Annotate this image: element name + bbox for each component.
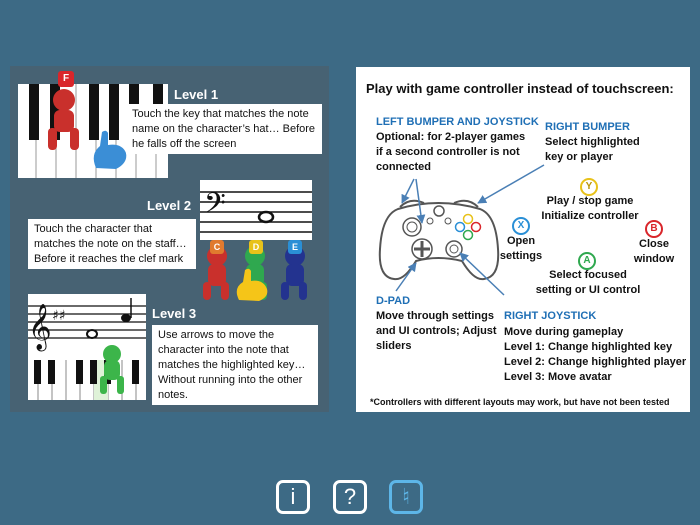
a-button-icon: A	[578, 252, 596, 270]
controller-help-button[interactable]: ♮	[389, 480, 423, 514]
right-joystick-heading: RIGHT JOYSTICK	[504, 310, 597, 322]
b-button-icon: B	[645, 220, 663, 238]
level-1-hat-letter: F	[58, 71, 74, 87]
level-1-title: Level 1	[174, 87, 219, 102]
left-bumper-text: Optional: for 2-player games if a second…	[376, 131, 526, 173]
x-button-text: Open settings	[499, 235, 543, 262]
right-joystick-line-1: Move during gameplay	[504, 326, 624, 338]
svg-text:𝄞: 𝄞	[28, 304, 52, 352]
right-joystick-line-2: Level 1: Change highlighted key	[504, 341, 673, 353]
a-button-text: Select focused setting or UI control	[535, 269, 641, 296]
level-2-hat-d: D	[249, 240, 263, 254]
controller-instructions-panel: Play with game controller instead of tou…	[356, 67, 690, 412]
controller-pointer-arrows	[395, 164, 545, 296]
left-bumper-heading: LEFT BUMPER AND JOYSTICK	[376, 116, 539, 128]
help-button[interactable]: ?	[333, 480, 367, 514]
x-button-icon: X	[512, 217, 530, 235]
level-2-description: Touch the character that matches the not…	[28, 219, 196, 269]
info-button[interactable]: i	[276, 480, 310, 514]
svg-text:𝄢: 𝄢	[204, 187, 226, 227]
b-button-text: Close window	[633, 238, 675, 265]
natural-sign-icon: ♮	[402, 484, 410, 509]
level-2-bass-staff-illustration: 𝄢	[200, 180, 312, 240]
right-bumper-heading: RIGHT BUMPER	[545, 121, 630, 133]
controller-footnote: *Controllers with different layouts may …	[370, 397, 670, 407]
level-3-title: Level 3	[152, 306, 197, 321]
level-2-title: Level 2	[147, 198, 192, 213]
level-2-hat-e: E	[288, 240, 302, 254]
y-button-icon: Y	[580, 178, 598, 196]
right-bumper-text: Select highlighted key or player	[545, 136, 640, 163]
level-1-description: Touch the key that matches the note name…	[126, 104, 322, 154]
level-2-hat-c: C	[210, 240, 224, 254]
right-joystick-line-4: Level 3: Move avatar	[504, 371, 612, 383]
svg-text:♯♯: ♯♯	[52, 308, 66, 324]
controller-panel-title: Play with game controller instead of tou…	[366, 81, 674, 96]
info-icon: i	[290, 484, 296, 509]
dpad-heading: D-PAD	[376, 295, 411, 307]
help-icon: ?	[343, 484, 357, 509]
y-button-text: Play / stop game Initialize controller	[541, 195, 639, 222]
level-3-treble-staff-illustration: 𝄞 ♯♯	[28, 294, 146, 400]
right-joystick-line-3: Level 2: Change highlighted player	[504, 356, 687, 368]
dpad-text: Move through settings and UI controls; A…	[376, 310, 497, 352]
game-instructions-panel: F Level 1 Touch the key that matches the…	[10, 66, 329, 412]
level-3-description: Use arrows to move the character into th…	[152, 325, 318, 405]
